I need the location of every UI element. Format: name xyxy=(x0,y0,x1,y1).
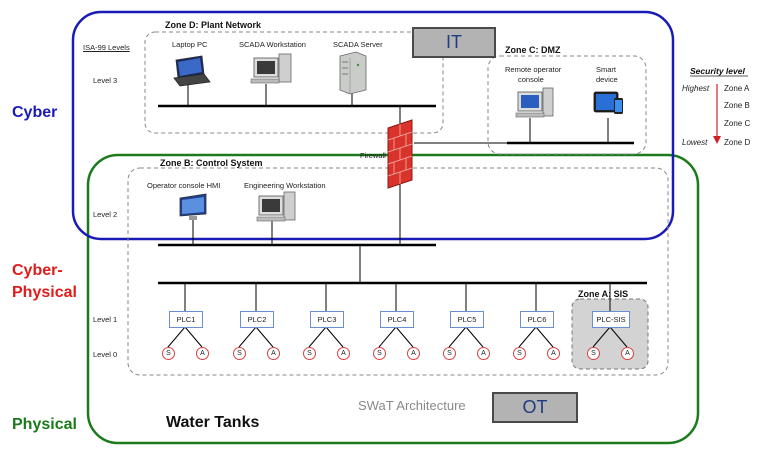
plc-box: PLC4 xyxy=(380,311,414,328)
sensor-circle: S xyxy=(162,347,175,360)
zone-c-title: Zone C: DMZ xyxy=(505,45,561,55)
remote-console-label-2: console xyxy=(518,75,544,84)
firewall-icon xyxy=(387,119,413,189)
level2-label: Level 2 xyxy=(93,210,118,219)
sensor-circle: S xyxy=(303,347,316,360)
remote-console-icon xyxy=(515,87,554,118)
engineering-workstation-icon xyxy=(256,191,296,222)
plc-box: PLC6 xyxy=(520,311,554,328)
cyber-region-border xyxy=(71,10,675,241)
plc-box: PLC1 xyxy=(169,311,203,328)
plc-box: PLC2 xyxy=(240,311,274,328)
zone-a-title: Zone A: SIS xyxy=(578,289,629,299)
laptop-icon xyxy=(173,55,211,87)
plc-box: PLC3 xyxy=(310,311,344,328)
swat-architecture-label: SWaT Architecture xyxy=(358,398,466,413)
security-zone-d: Zone D xyxy=(724,138,751,147)
scada-workstation-label: SCADA Workstation xyxy=(239,40,306,49)
ot-tag: OT xyxy=(492,392,578,423)
actuator-circle: A xyxy=(337,347,350,360)
firewall-label: Firewall xyxy=(360,151,386,160)
cyber-physical-label-line2: Physical xyxy=(12,284,77,301)
actuator-circle: A xyxy=(267,347,280,360)
security-highest: Highest xyxy=(682,84,710,93)
smart-device-label-2: device xyxy=(596,75,618,84)
physical-label: Physical xyxy=(12,416,77,433)
operator-hmi-label: Operator console HMI xyxy=(147,181,221,190)
plc-box: PLC-SIS xyxy=(592,311,630,328)
plc-box: PLC5 xyxy=(450,311,484,328)
smart-device-icon xyxy=(593,91,623,114)
sensor-circle: S xyxy=(443,347,456,360)
scada-server-label: SCADA Server xyxy=(333,40,383,49)
sensor-circle: S xyxy=(587,347,600,360)
security-level-title: Security level xyxy=(690,66,745,76)
cyber-label: Cyber xyxy=(12,104,58,121)
sensor-circle: S xyxy=(373,347,386,360)
actuator-circle: A xyxy=(196,347,209,360)
zone-b-border xyxy=(127,167,669,376)
security-zone-c: Zone C xyxy=(724,119,751,128)
level1-label: Level 1 xyxy=(93,315,118,324)
water-tanks-label: Water Tanks xyxy=(166,414,260,431)
actuator-circle: A xyxy=(407,347,420,360)
it-tag: IT xyxy=(412,27,496,58)
level3-label: Level 3 xyxy=(93,76,118,85)
zone-d-border xyxy=(144,31,444,134)
scada-server-icon xyxy=(339,51,367,95)
smart-device-label-1: Smart xyxy=(596,65,617,74)
zone-d-title: Zone D: Plant Network xyxy=(165,20,262,30)
remote-console-label-1: Remote operator xyxy=(505,65,562,74)
scada-workstation-icon xyxy=(250,53,292,84)
sensor-circle: S xyxy=(233,347,246,360)
security-zone-a: Zone A xyxy=(724,84,750,93)
actuator-circle: A xyxy=(547,347,560,360)
operator-hmi-icon xyxy=(179,193,207,220)
actuator-circle: A xyxy=(477,347,490,360)
cyber-physical-label-line1: Cyber- xyxy=(12,262,63,279)
laptop-label: Laptop PC xyxy=(172,40,208,49)
actuator-circle: A xyxy=(621,347,634,360)
sensor-circle: S xyxy=(513,347,526,360)
security-zone-b: Zone B xyxy=(724,101,750,110)
zone-b-title: Zone B: Control System xyxy=(160,158,263,168)
zone-c-border xyxy=(487,55,647,155)
level0-label: Level 0 xyxy=(93,350,118,359)
engineering-ws-label: Engineering Workstation xyxy=(244,181,326,190)
isa-levels-header: ISA-99 Levels xyxy=(83,43,130,52)
security-lowest: Lowest xyxy=(682,138,708,147)
